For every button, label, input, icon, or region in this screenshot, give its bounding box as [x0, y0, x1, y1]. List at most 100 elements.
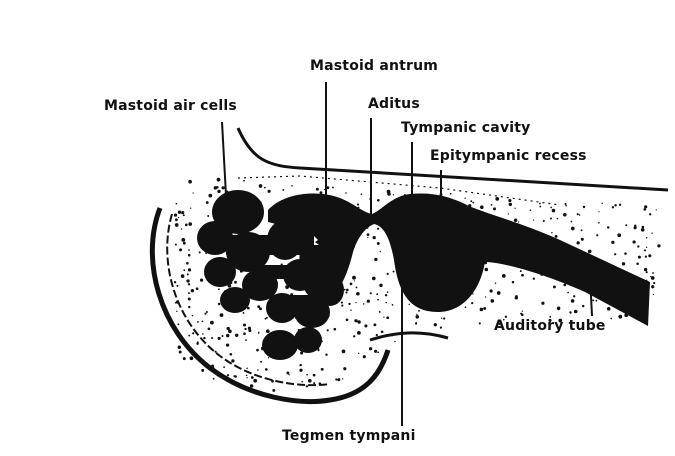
stipple-dot	[212, 377, 215, 380]
stipple-dot	[539, 202, 541, 205]
stipple-dot	[564, 202, 567, 206]
stipple-dot	[211, 336, 214, 340]
stipple-dot	[610, 317, 613, 320]
stipple-dot	[186, 273, 189, 276]
stipple-dot	[313, 382, 316, 385]
stipple-dot	[356, 292, 360, 296]
stipple-dot	[343, 288, 346, 291]
stipple-dot	[349, 282, 353, 286]
stipple-dot	[198, 251, 201, 254]
stipple-dot	[392, 270, 395, 273]
lower-cortex	[369, 331, 449, 342]
stipple-dot	[221, 186, 225, 190]
stipple-dot	[655, 209, 657, 211]
stipple-dot	[374, 258, 377, 261]
stipple-dot	[511, 280, 515, 284]
stipple-dot	[202, 333, 204, 335]
stipple-dot	[636, 262, 639, 266]
stipple-dot	[204, 312, 207, 315]
stipple-dot	[374, 349, 378, 353]
stipple-dot	[364, 324, 368, 328]
stipple-dot	[375, 333, 378, 337]
stipple-dot	[644, 255, 647, 258]
stipple-dot	[490, 204, 493, 206]
stipple-dot	[208, 193, 213, 198]
stipple-dot	[343, 367, 347, 371]
stipple-dot	[174, 243, 177, 246]
stipple-dot	[367, 236, 369, 238]
stipple-dot	[260, 360, 263, 363]
stipple-dot	[362, 355, 366, 359]
stipple-dot	[184, 223, 188, 227]
stipple-dot	[641, 225, 645, 229]
stipple-dot	[226, 333, 230, 338]
leader-mastoid-air-cells	[221, 121, 229, 233]
stipple-dot	[371, 276, 376, 281]
stipple-dot	[532, 277, 535, 280]
stipple-dot	[518, 322, 521, 324]
label-epitympanic-recess: Epitympanic recess	[430, 148, 587, 164]
stipple-dot	[216, 177, 221, 182]
stipple-dot	[433, 323, 437, 327]
stipple-dot	[228, 329, 232, 334]
stipple-dot	[479, 307, 484, 312]
stipple-dot	[501, 274, 506, 278]
stipple-dot	[357, 331, 361, 335]
stipple-dot	[355, 286, 358, 289]
stipple-dot	[217, 288, 220, 291]
stipple-dot	[353, 335, 356, 338]
stipple-dot	[225, 343, 230, 347]
stipple-dot	[550, 206, 553, 209]
stipple-dot	[416, 313, 418, 316]
stipple-dot	[637, 245, 640, 248]
stipple-dot	[369, 292, 372, 295]
stipple-dot	[650, 276, 655, 280]
stipple-dot	[186, 279, 190, 283]
stipple-dot	[300, 351, 304, 355]
stipple-dot	[651, 285, 655, 289]
stipple-dot	[368, 347, 373, 351]
stipple-dot	[652, 272, 654, 274]
stipple-dot	[558, 318, 563, 323]
stipple-dot	[521, 310, 524, 312]
stipple-dot	[264, 317, 267, 320]
stipple-dot	[532, 219, 535, 221]
stipple-dot	[181, 211, 185, 215]
stipple-dot	[376, 198, 380, 202]
stipple-dot	[319, 191, 323, 195]
stipple-dot	[192, 332, 195, 335]
stipple-dot	[542, 219, 545, 222]
stipple-dot	[176, 310, 178, 313]
label-auditory-tube: Auditory tube	[494, 318, 606, 334]
stipple-dot	[449, 192, 452, 195]
stipple-dot	[188, 334, 191, 337]
stipple-dot	[632, 240, 636, 244]
stipple-dot	[598, 211, 600, 213]
stipple-dot	[183, 269, 186, 272]
stipple-dot	[188, 179, 192, 184]
stipple-dot	[180, 228, 183, 230]
stipple-dot	[201, 368, 205, 372]
stipple-dot	[634, 224, 637, 227]
stipple-dot	[551, 231, 553, 234]
stipple-dot	[366, 233, 370, 236]
stipple-dot	[226, 374, 230, 377]
stipple-dot	[496, 291, 501, 295]
stipple-dot	[519, 270, 522, 273]
stipple-dot	[317, 349, 320, 352]
label-mastoid-antrum: Mastoid antrum	[310, 58, 439, 74]
stipple-dot	[570, 226, 575, 231]
stipple-dot	[226, 326, 230, 331]
stipple-dot	[197, 321, 199, 323]
stipple-dot	[387, 192, 391, 196]
stipple-dot	[205, 201, 209, 204]
stipple-dot	[216, 185, 219, 189]
stipple-dot	[565, 204, 567, 207]
stipple-dot	[484, 267, 489, 272]
stipple-dot	[520, 313, 524, 317]
stipple-dot	[256, 348, 259, 352]
stipple-dot	[244, 327, 247, 331]
stipple-dot	[611, 206, 615, 209]
stipple-dot	[326, 186, 330, 190]
